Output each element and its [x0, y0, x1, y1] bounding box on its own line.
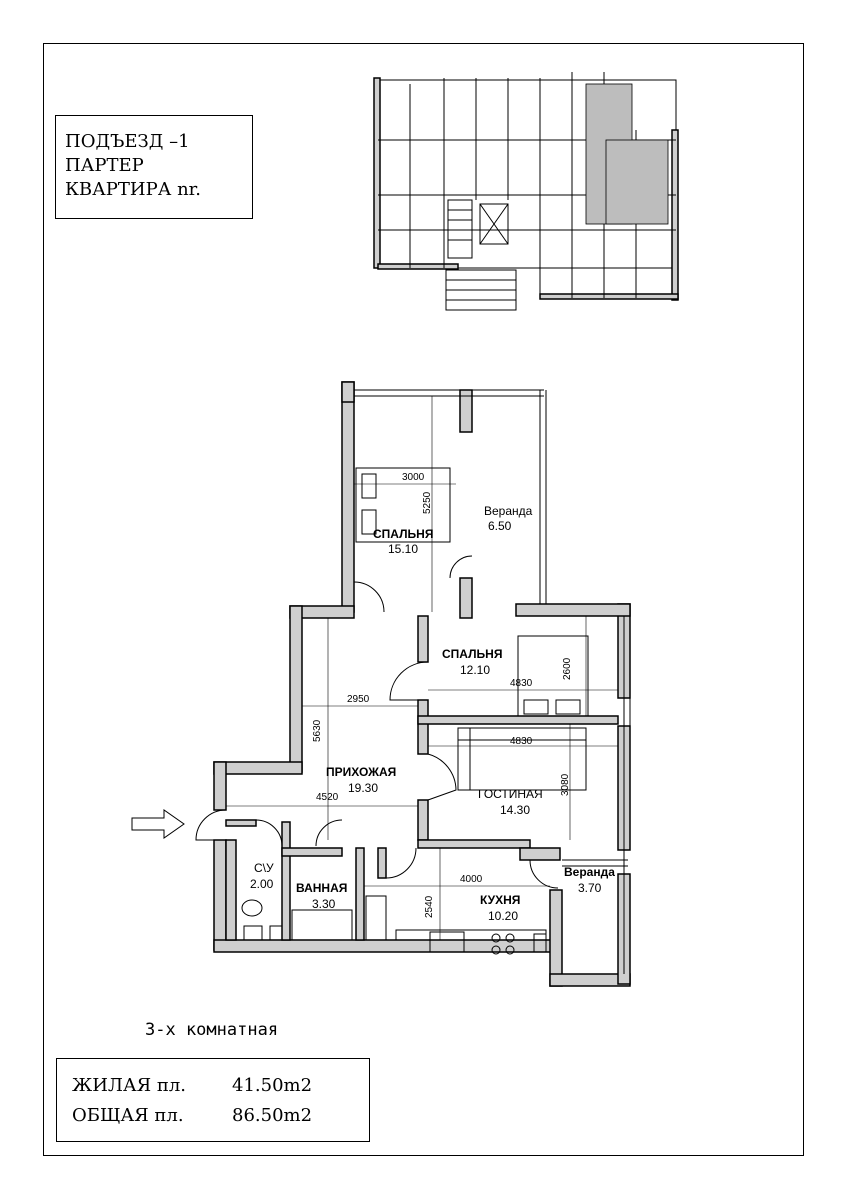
room-label-bathroom: ВАННАЯ [296, 881, 347, 895]
room-area-living-room: 14.30 [500, 803, 530, 817]
sheet-frame [43, 43, 804, 1156]
area-summary-box: ЖИЛАЯ пл. 41.50m2 ОБЩАЯ пл. 86.50m2 [56, 1058, 370, 1142]
room-area-veranda-1: 6.50 [488, 519, 512, 533]
room-area-bathroom: 3.30 [312, 897, 336, 911]
room-area-hallway: 19.30 [348, 781, 378, 795]
dimension-label: 4000 [460, 874, 483, 885]
room-area-kitchen: 10.20 [488, 909, 518, 923]
total-area-value: 86.50m2 [232, 1105, 313, 1126]
total-area-label: ОБЩАЯ пл. [72, 1105, 184, 1126]
entrance-label: ПОДЪЕЗД –1 [65, 131, 190, 152]
room-label-wc: С\У [254, 861, 274, 875]
dimension-label: 3080 [560, 773, 571, 796]
key-plan [373, 72, 679, 311]
room-area-bedroom-1: 15.10 [388, 542, 418, 556]
dimension-label: 4830 [510, 678, 533, 689]
room-label-veranda-1: Веранда [484, 504, 533, 518]
dimension-label: 2540 [424, 895, 435, 918]
dimension-label: 4830 [510, 736, 533, 747]
dimension-label: 5250 [422, 491, 433, 514]
room-label-kitchen: КУХНЯ [480, 893, 520, 907]
living-area-value: 41.50m2 [232, 1075, 313, 1096]
room-area-veranda-2: 3.70 [578, 881, 602, 895]
dimension-label: 2950 [347, 694, 370, 705]
room-label-veranda-2: Веранда [564, 865, 615, 879]
apartment-type-caption: 3-х комнатная [145, 1020, 279, 1040]
dimension-label: 2600 [562, 657, 573, 680]
apartment-label: КВАРТИРА nr. [65, 179, 202, 200]
room-label-bedroom-2: СПАЛЬНЯ [442, 647, 502, 661]
dimension-label: 4520 [316, 792, 339, 803]
living-area-row: ЖИЛАЯ пл. 41.50m2 [72, 1071, 369, 1101]
room-area-bedroom-2: 12.10 [460, 663, 490, 677]
room-label-living-room: ГОСТИНАЯ [478, 787, 543, 801]
dimension-label: 3000 [402, 472, 425, 483]
total-area-row: ОБЩАЯ пл. 86.50m2 [72, 1101, 369, 1131]
room-label-bedroom-1: СПАЛЬНЯ [373, 527, 433, 541]
living-area-label: ЖИЛАЯ пл. [72, 1075, 186, 1096]
floor-label: ПАРТЕР [65, 155, 144, 176]
entrance-info-box: ПОДЪЕЗД –1 ПАРТЕР КВАРТИРА nr. [55, 115, 253, 219]
dimension-label: 5630 [312, 719, 323, 742]
apartment-plan [131, 381, 631, 987]
room-area-wc: 2.00 [250, 877, 274, 891]
room-label-hallway: ПРИХОЖАЯ [326, 765, 396, 779]
